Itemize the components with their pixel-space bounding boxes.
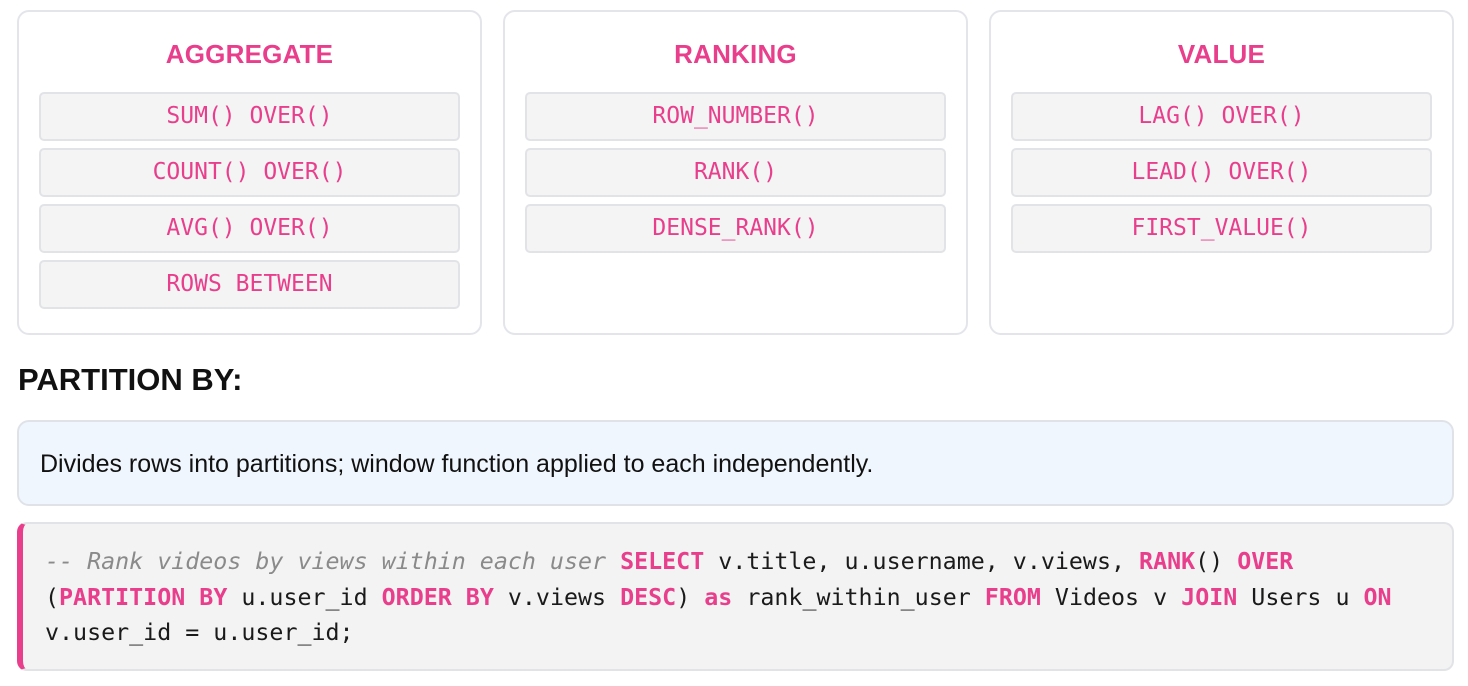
code-text: u.user_id [227, 583, 382, 611]
function-chip: COUNT() OVER() [39, 148, 460, 197]
card-title-ranking: RANKING [674, 39, 797, 69]
code-text [606, 548, 620, 575]
code-keyword: DESC [620, 583, 677, 611]
function-list-ranking: ROW_NUMBER() RANK() DENSE_RANK() [525, 92, 946, 253]
card-title-value: VALUE [1177, 39, 1266, 69]
function-chip: RANK() [525, 148, 946, 197]
card-aggregate: AGGREGATE SUM() OVER() COUNT() OVER() AV… [17, 10, 482, 335]
function-chip: LEAD() OVER() [1011, 148, 1432, 197]
code-keyword: as [704, 583, 733, 611]
function-chip: SUM() OVER() [39, 92, 460, 141]
code-comment: -- Rank videos by views within each user [45, 548, 607, 575]
code-keyword: ON [1363, 583, 1392, 611]
code-keyword: RANK [1139, 548, 1196, 575]
code-text: () [1195, 548, 1238, 575]
code-keyword: PARTITION BY [59, 583, 228, 611]
function-chip: ROWS BETWEEN [39, 260, 460, 309]
code-keyword: ORDER BY [381, 583, 494, 611]
function-list-value: LAG() OVER() LEAD() OVER() FIRST_VALUE() [1011, 92, 1432, 253]
sql-code-block[interactable]: -- Rank videos by views within each user… [17, 522, 1454, 671]
function-categories: AGGREGATE SUM() OVER() COUNT() OVER() AV… [17, 10, 1454, 335]
code-text: v.views [493, 583, 621, 611]
partition-description: Divides rows into partitions; window fun… [17, 420, 1454, 506]
function-chip: AVG() OVER() [39, 204, 460, 253]
partition-by-heading: PARTITION BY: [18, 362, 243, 397]
code-keyword: OVER [1237, 548, 1294, 575]
function-chip: LAG() OVER() [1011, 92, 1432, 141]
code-keyword: JOIN [1181, 583, 1238, 611]
code-text: ( [45, 548, 1308, 611]
code-text: Videos v [1040, 583, 1182, 611]
function-chip: FIRST_VALUE() [1011, 204, 1432, 253]
card-title-aggregate: AGGREGATE [165, 39, 334, 69]
code-text: v.title, u.username, v.views, [704, 548, 1140, 575]
function-list-aggregate: SUM() OVER() COUNT() OVER() AVG() OVER()… [39, 92, 460, 309]
code-text: rank_within_user [732, 583, 985, 611]
code-text: ) [676, 583, 705, 611]
card-value: VALUE LAG() OVER() LEAD() OVER() FIRST_V… [989, 10, 1454, 335]
code-keyword: FROM [984, 583, 1041, 611]
function-chip: ROW_NUMBER() [525, 92, 946, 141]
code-text: v.user_id = u.user_id; [45, 583, 1406, 646]
card-ranking: RANKING ROW_NUMBER() RANK() DENSE_RANK() [503, 10, 968, 335]
code-text: Users u [1237, 583, 1364, 611]
function-chip: DENSE_RANK() [525, 204, 946, 253]
code-keyword: SELECT [620, 548, 705, 575]
